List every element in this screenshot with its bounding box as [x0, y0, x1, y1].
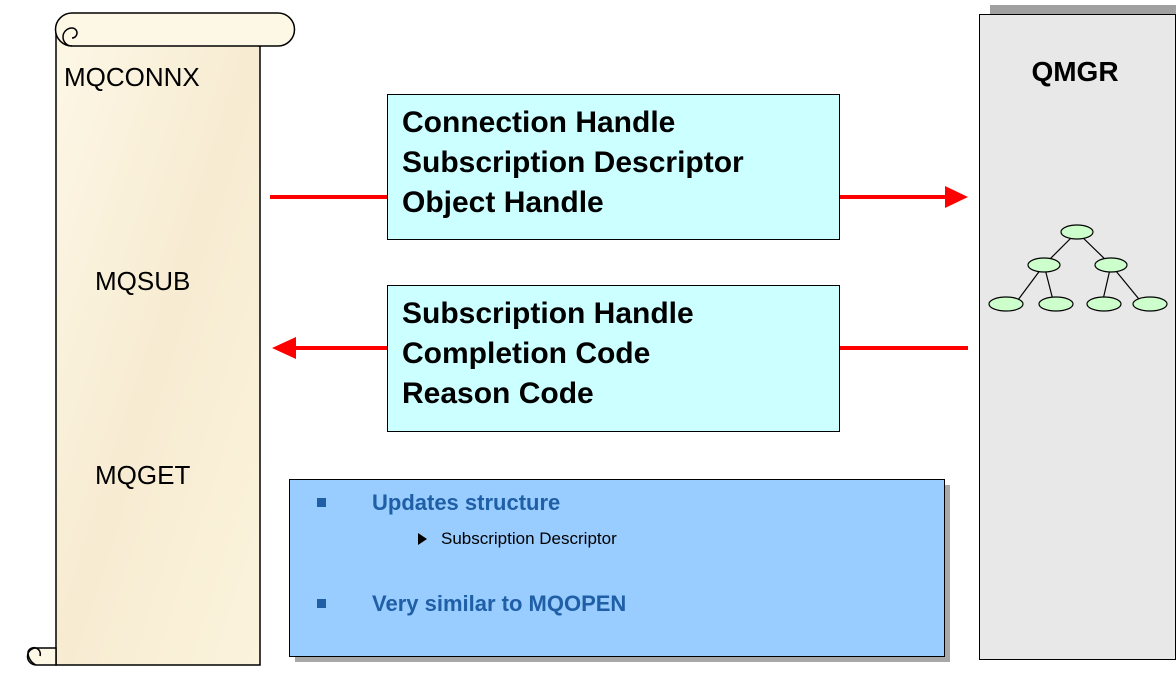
qmgr-box	[979, 14, 1176, 660]
tree-node	[1027, 257, 1061, 273]
qmgr-label: QMGR	[1031, 56, 1119, 87]
request-arrowhead	[945, 186, 968, 208]
scroll-shape	[26, 12, 296, 666]
request-box: Connection Handle Subscription Descripto…	[387, 94, 840, 240]
bullet-updates-structure: Updates structure	[372, 490, 561, 515]
bullet-marker	[317, 498, 326, 507]
tree-node	[1086, 296, 1122, 312]
response-line: Reason Code	[402, 377, 594, 410]
response-line: Completion Code	[402, 337, 651, 370]
tree-node	[1038, 296, 1074, 312]
response-arrowhead	[272, 337, 296, 359]
call-mqsub: MQSUB	[95, 266, 191, 296]
tree-node	[1094, 257, 1128, 273]
request-line: Subscription Descriptor	[402, 146, 744, 179]
tree-node-root	[1060, 224, 1094, 240]
tree-node	[988, 296, 1024, 312]
response-box: Subscription Handle Completion Code Reas…	[387, 285, 840, 432]
notes-box	[289, 479, 945, 657]
bullet-marker	[317, 599, 326, 608]
call-mqconnx: MQCONNX	[64, 62, 200, 92]
sub-bullet-marker	[418, 533, 427, 545]
request-line: Connection Handle	[402, 106, 676, 139]
bullet-very-similar: Very similar to MQOPEN	[372, 591, 627, 616]
call-mqget: MQGET	[95, 460, 191, 490]
tree-node	[1132, 296, 1168, 312]
sub-bullet-subscription-descriptor: Subscription Descriptor	[441, 529, 617, 548]
request-line: Object Handle	[402, 186, 604, 219]
response-line: Subscription Handle	[402, 297, 694, 330]
